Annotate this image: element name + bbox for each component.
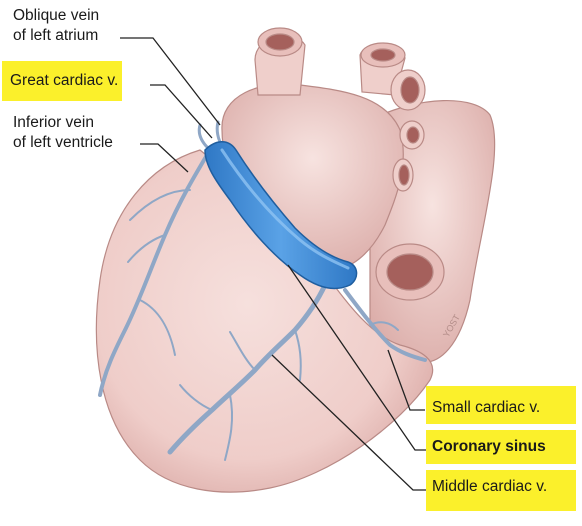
leader-lines xyxy=(120,37,427,491)
label-great-cardiac: Great cardiac v. xyxy=(2,61,123,101)
leader-oblique-vein xyxy=(120,37,221,126)
label-coronary-sinus: Coronary sinus xyxy=(426,430,576,464)
label-middle-cardiac: Middle cardiac v. xyxy=(426,470,576,511)
vessel-stumps xyxy=(254,27,445,301)
label-small-cardiac: Small cardiac v. xyxy=(426,386,576,424)
leader-small-cardiac xyxy=(387,349,425,411)
label-inferior-vein: Inferior vein of left ventricle xyxy=(13,114,113,151)
leader-great-cardiac xyxy=(150,84,213,139)
veins xyxy=(98,120,427,461)
leader-coronary-sinus xyxy=(287,264,427,451)
label-oblique-vein: Oblique vein of left atrium xyxy=(13,7,100,44)
leader-middle-cardiac xyxy=(271,354,427,491)
leader-inferior-vein xyxy=(140,143,189,173)
